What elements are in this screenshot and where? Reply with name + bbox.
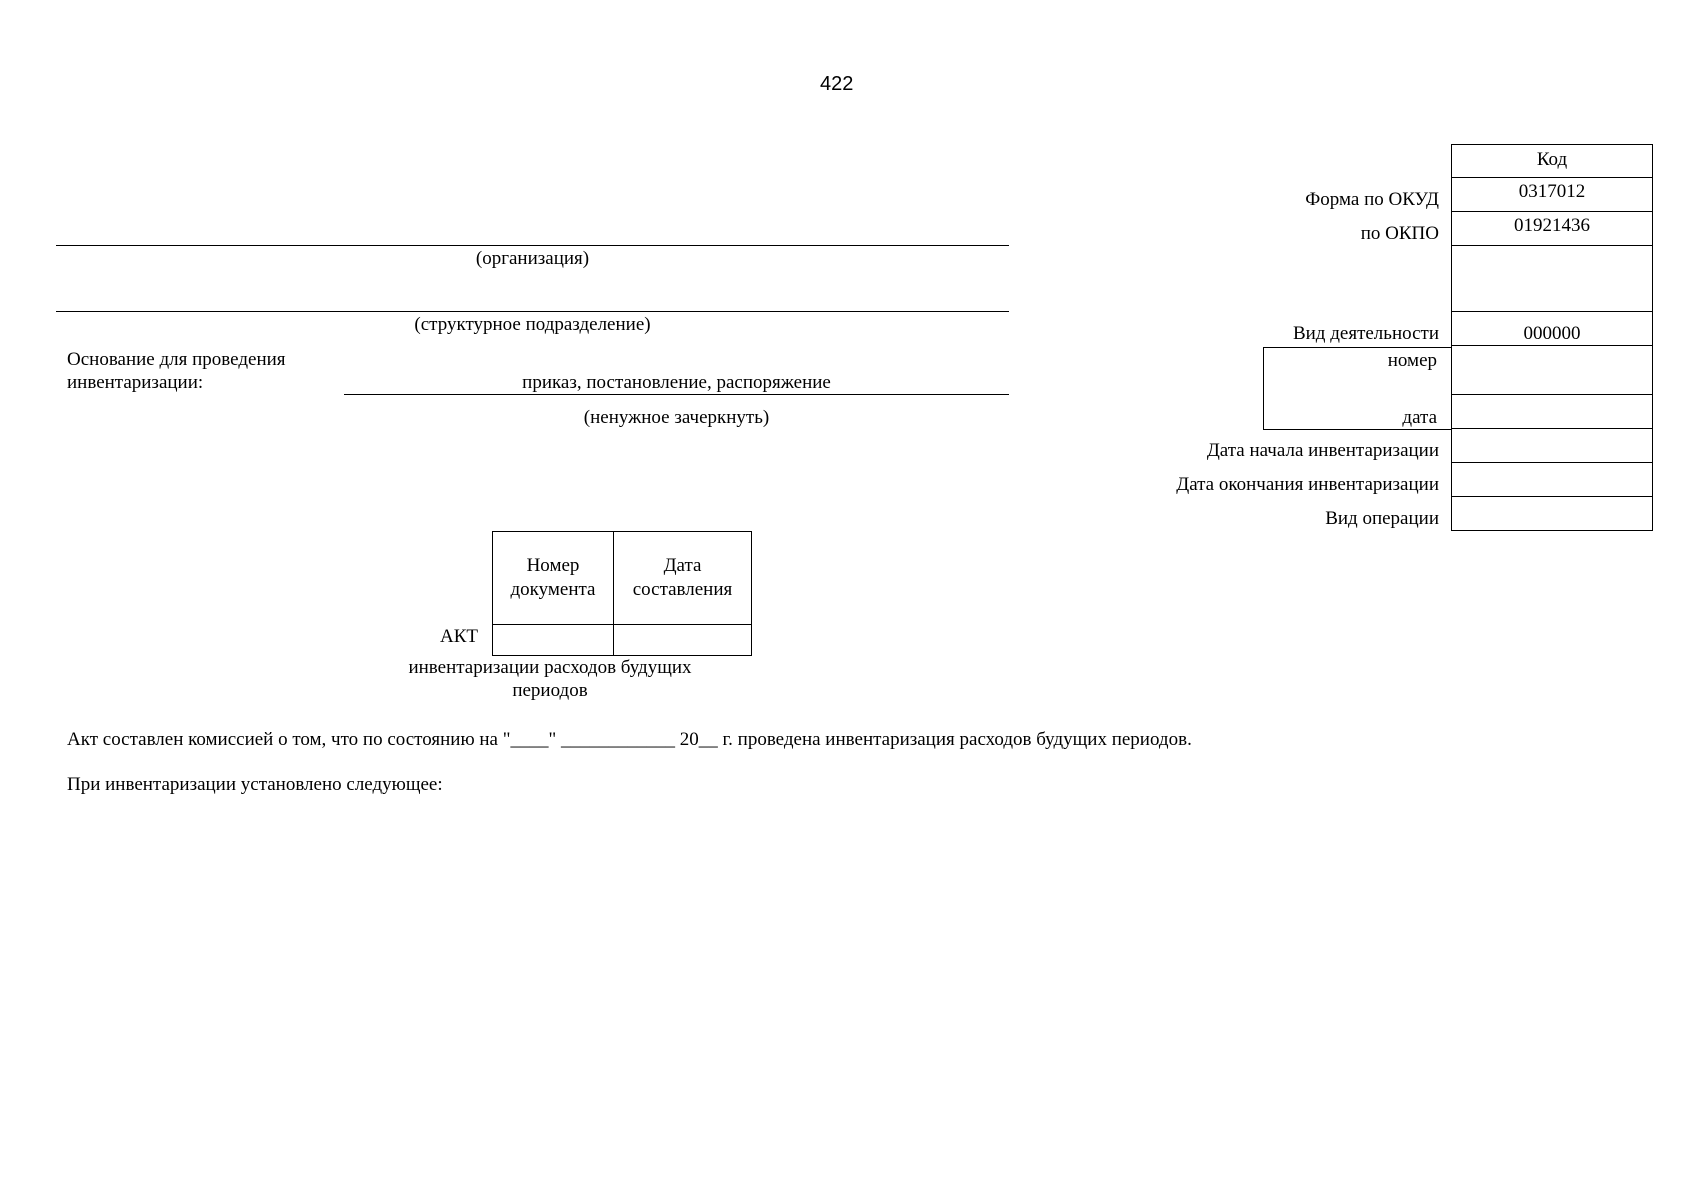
act-col-doc-number-line1: Номер [526, 555, 580, 576]
okud-label: Форма по ОКУД [1305, 189, 1439, 210]
subdivision-line [56, 311, 1009, 312]
operation-type-value[interactable] [1451, 496, 1653, 531]
basis-label-line1: Основание для проведения [67, 349, 286, 370]
organization-code-value[interactable] [1451, 245, 1653, 312]
doc-date-value[interactable] [1451, 394, 1653, 429]
end-date-label: Дата окончания инвентаризации [1176, 474, 1439, 495]
okud-value[interactable]: 0317012 [1451, 177, 1653, 212]
act-doc-date-value[interactable] [613, 624, 752, 656]
act-subtitle-line2: периодов [512, 680, 588, 701]
activity-type-label: Вид деятельности [1292, 323, 1439, 344]
basis-label-line2: инвентаризации: [67, 372, 204, 393]
basis-options: приказ, постановление, распоряжение [522, 372, 831, 393]
doc-number-value[interactable] [1451, 345, 1653, 395]
organization-line [56, 245, 1009, 246]
document-basis-box [1263, 347, 1451, 430]
act-col-date-line2: составления [632, 579, 733, 600]
start-date-label: Дата начала инвентаризации [1206, 440, 1439, 461]
act-doc-number-value[interactable] [492, 624, 614, 656]
subdivision-caption: (структурное подразделение) [414, 314, 651, 335]
act-subtitle-line1: инвентаризации расходов будущих [408, 657, 692, 678]
codes-header: Код [1451, 144, 1653, 178]
codes-table: Код 0317012 01921436 000000 [1451, 144, 1653, 531]
organization-caption: (организация) [475, 248, 590, 269]
okpo-value[interactable]: 01921436 [1451, 211, 1653, 246]
activity-type-value[interactable]: 000000 [1451, 311, 1653, 346]
act-col-date: Дата составления [613, 531, 752, 625]
operation-type-label: Вид операции [1325, 508, 1439, 529]
act-col-doc-number-line2: документа [510, 579, 596, 600]
act-col-date-line1: Дата [663, 555, 702, 576]
doc-number-label: номер [1387, 350, 1437, 371]
start-date-value[interactable] [1451, 428, 1653, 463]
act-statement: Акт составлен комиссией о том, что по со… [67, 729, 1192, 750]
page-number: 422 [820, 73, 854, 95]
act-table: Номер документа Дата составления [492, 531, 752, 656]
act-title: АКТ [440, 626, 478, 647]
findings-label: При инвентаризации установлено следующее… [67, 774, 443, 795]
okpo-label: по ОКПО [1360, 223, 1439, 244]
basis-note: (ненужное зачеркнуть) [583, 407, 770, 428]
end-date-value[interactable] [1451, 462, 1653, 497]
basis-line [344, 394, 1009, 395]
doc-date-label: дата [1402, 407, 1437, 428]
act-col-doc-number: Номер документа [492, 531, 614, 625]
